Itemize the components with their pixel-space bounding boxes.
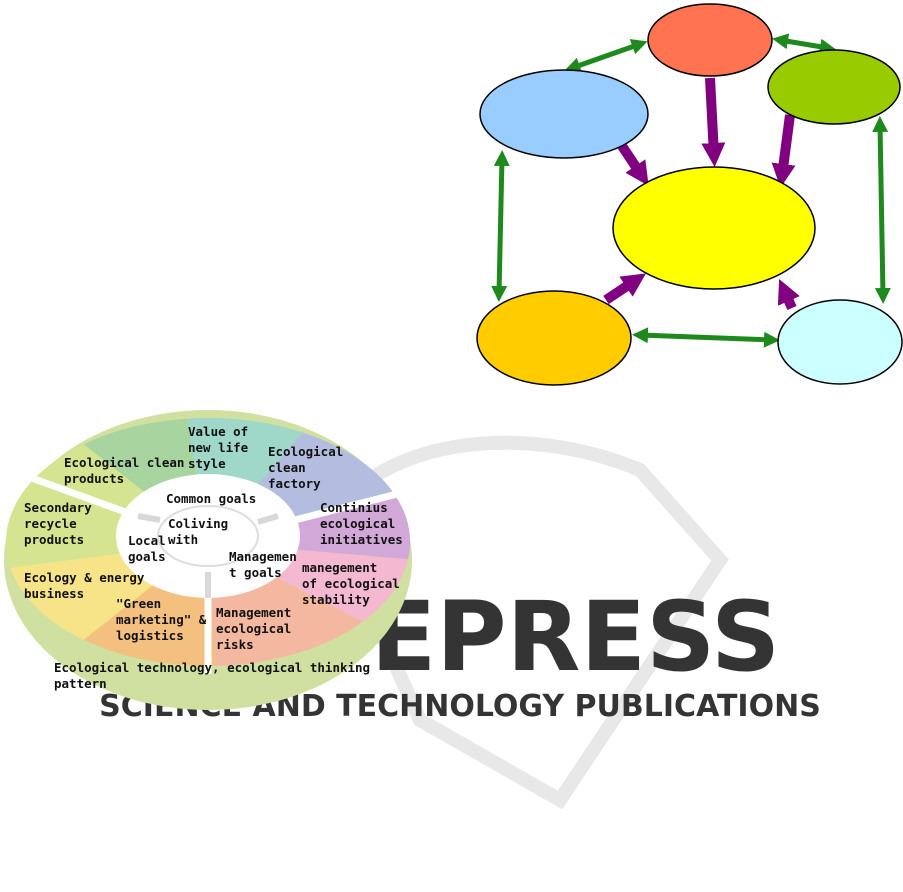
wheel-center-circle [157, 505, 259, 567]
arrow-rednode-greennode [772, 33, 836, 55]
segment-management-ecological-risks-line-3: risks [216, 637, 254, 652]
node-light-blue [479, 69, 649, 159]
segment-value-of-new-life-style-line-2: new life [188, 440, 249, 455]
segment-ecological-clean-products-line-1: Ecological clean [64, 455, 184, 470]
outer-ecological-technology-line-2: pattern [54, 676, 107, 691]
segment-secondary-recycle-products-line-2: recycle [24, 516, 77, 531]
node-green [767, 49, 901, 125]
segment-secondary-recycle-products-line-1: Secondary [24, 500, 92, 515]
segment-ecological-clean-factory-line-3: factory [268, 476, 321, 491]
inner-coliving-with-line-2: with [168, 532, 198, 547]
arrow-bluenode-center [617, 143, 649, 186]
inner-local-goals-line-2: goals [128, 549, 166, 564]
segment-secondary-recycle-products-line-3: products [24, 532, 84, 547]
segment-value-of-new-life-style-line-1: Value of [188, 424, 248, 439]
arrow-goldnode-cyannode [632, 327, 780, 348]
arrow-goldnode-center [603, 273, 646, 305]
node-gold [476, 290, 632, 386]
arrow-greennode-center [771, 114, 796, 188]
node-light-cyan [777, 299, 903, 385]
segment-ecology-energy-business-line-1: Ecology & energy [24, 570, 145, 585]
segment-management-ecological-risks-line-2: ecological [216, 621, 291, 636]
inner-local-goals-line-1: Local [128, 533, 166, 548]
arrow-cyannode-center [777, 279, 800, 311]
segment-value-of-new-life-style-line-3: style [188, 456, 226, 471]
segment-ecological-clean-factory-line-1: Ecological [268, 444, 343, 459]
inner-dividers [137, 513, 279, 598]
segment-manegement-ecological-stability-line-3: stability [302, 592, 370, 607]
segment-continius-ecological-initiatives-line-2: ecological [320, 516, 395, 531]
node-orange-red [647, 3, 773, 77]
inner-management-goals-line-2: t goals [229, 565, 282, 580]
segment-manegement-ecological-stability-line-1: manegement [302, 560, 377, 575]
segment-green-marketing-logistics-line-2: marketing" & [116, 612, 207, 627]
arrow-bluenode-rednode [564, 39, 648, 73]
relationship-diagram [476, 3, 903, 386]
segment-green-marketing-logistics-line-3: logistics [116, 628, 184, 643]
segment-green-marketing-logistics-line-1: "Green [116, 596, 161, 611]
segment-management-ecological-risks-line-1: Management [216, 605, 291, 620]
inner-common-goals: Common goals [166, 491, 256, 506]
arrow-bluenode-goldnode [491, 150, 510, 302]
inner-management-goals-line-1: Managemen [229, 549, 297, 564]
segment-continius-ecological-initiatives-line-1: Continius [320, 500, 388, 515]
inner-coliving-with-line-1: Coliving [168, 516, 228, 531]
segment-continius-ecological-initiatives-line-3: initiatives [320, 532, 403, 547]
arrow-rednode-center [701, 77, 726, 167]
segment-ecology-energy-business-line-2: business [24, 586, 84, 601]
node-center-yellow [612, 166, 816, 290]
segment-manegement-ecological-stability-line-2: of ecological [302, 576, 400, 591]
outer-ecological-technology-line-1: Ecological technology, ecological thinki… [54, 660, 370, 675]
arrow-greennode-cyannode [872, 116, 891, 304]
segment-ecological-clean-factory-line-2: clean [268, 460, 306, 475]
segment-ecological-clean-products-line-2: products [64, 471, 124, 486]
